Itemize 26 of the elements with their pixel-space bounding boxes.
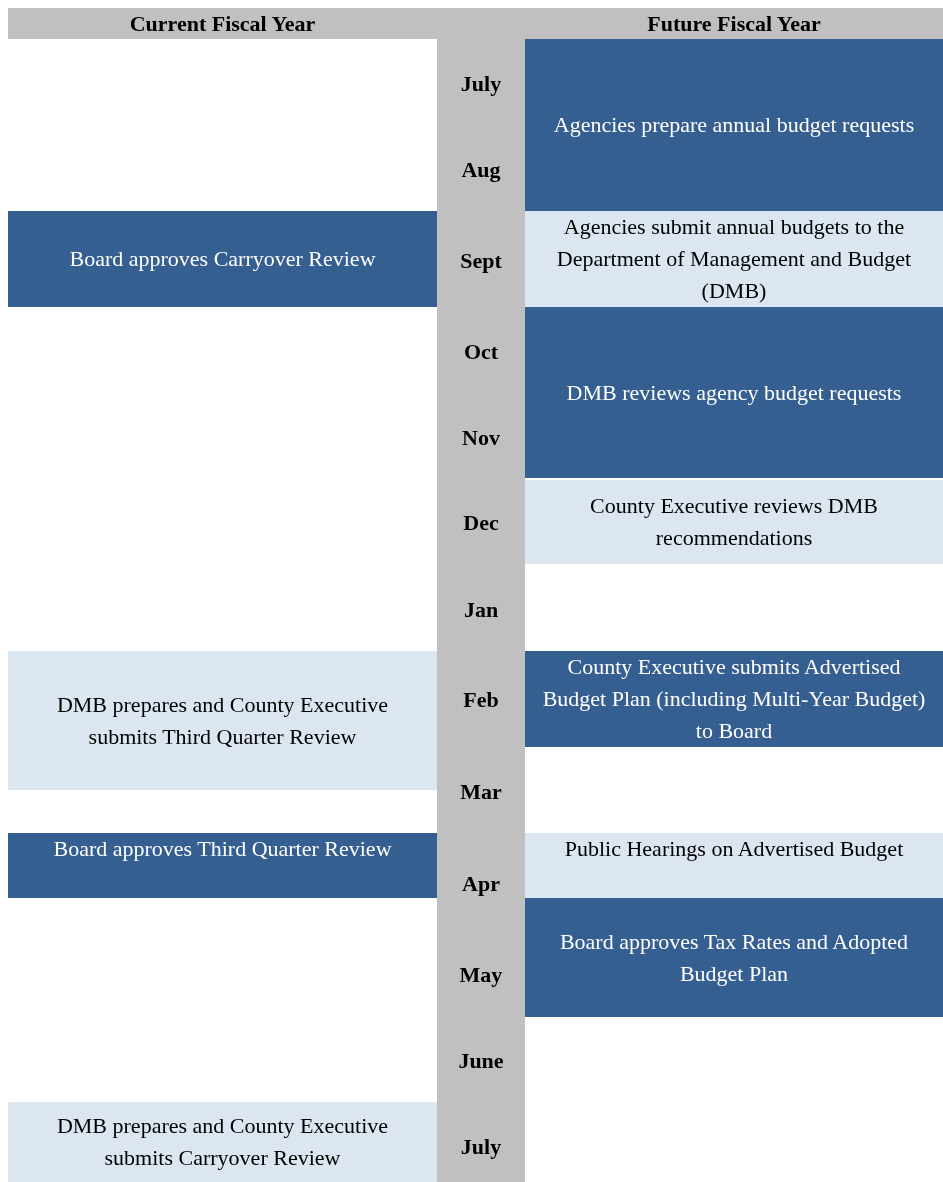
month-label: Apr (461, 870, 501, 898)
event-box: DMB prepares and County Executive submits Third Quarter Review (8, 651, 437, 790)
event-box: Board approves Carryover Review (8, 211, 437, 307)
event-box: Agencies prepare annual budget requests (525, 39, 943, 211)
month-label: June (457, 1047, 505, 1075)
month-label: July (459, 1133, 503, 1161)
month-label: Dec (462, 509, 500, 537)
event-box: County Executive reviews DMB recommendations (525, 480, 943, 564)
month-label: Mar (459, 778, 503, 806)
event-box: Board approves Third Quarter Review (8, 833, 437, 898)
column-header: Future Fiscal Year (646, 10, 822, 38)
month-label: Sept (459, 247, 503, 275)
event-box: Board approves Tax Rates and Adopted Budget Plan (525, 898, 943, 1017)
event-box: Public Hearings on Advertised Budget (525, 833, 943, 898)
month-label: Nov (461, 424, 501, 452)
month-label: May (458, 961, 504, 989)
month-label: Oct (462, 338, 500, 366)
event-box: County Executive submits Advertised Budget Plan (including Multi-Year Budget) to Board (525, 651, 943, 747)
month-label: Feb (462, 686, 500, 714)
event-box: DMB prepares and County Executive submits Carryover Review (8, 1102, 437, 1182)
event-box: DMB reviews agency budget requests (525, 307, 943, 478)
event-box: Agencies submit annual budgets to the Department of Management and Budget (DMB) (525, 211, 943, 307)
month-label: July (459, 70, 503, 98)
column-header: Current Fiscal Year (128, 10, 317, 38)
month-label: Jan (462, 596, 500, 624)
month-label: Aug (460, 156, 502, 184)
